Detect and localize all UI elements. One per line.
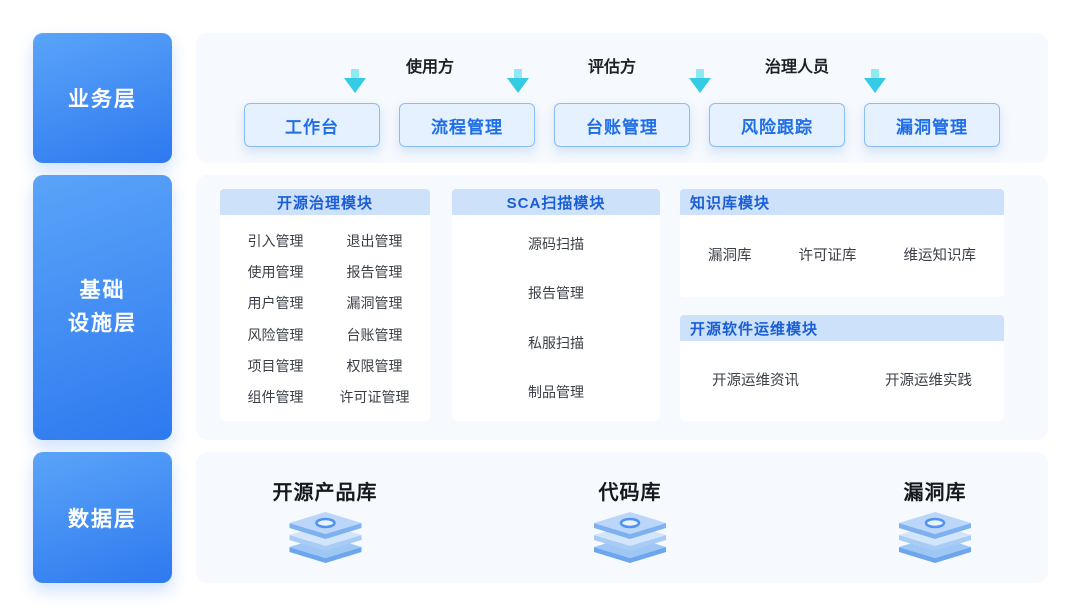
module-title: 开源治理模块 xyxy=(220,189,430,215)
data-layer-panel: 开源产品库 代码库 xyxy=(196,452,1048,583)
module-item: 私服扫描 xyxy=(528,334,584,351)
code-db: 代码库 xyxy=(588,476,672,570)
down-arrow-icon xyxy=(687,69,713,95)
sca-items-column: 源码扫描 报告管理 私服扫描 制品管理 xyxy=(452,215,660,421)
module-item: 引入管理 xyxy=(247,232,304,249)
vulnerability-management-button[interactable]: 漏洞管理 xyxy=(864,103,1000,147)
module-item: 权限管理 xyxy=(346,357,403,374)
module-item: 风险管理 xyxy=(247,326,304,343)
role-label-governance-staff: 治理人员 xyxy=(764,59,830,76)
workbench-button[interactable]: 工作台 xyxy=(244,103,380,147)
module-item: 维运知识库 xyxy=(903,247,977,264)
open-source-governance-module: 开源治理模块 引入管理 使用管理 用户管理 风险管理 项目管理 组件管理 退出管… xyxy=(220,189,430,421)
knowledge-items-row: 漏洞库 许可证库 维运知识库 xyxy=(680,215,1004,293)
module-item: 台账管理 xyxy=(346,326,403,343)
layer-label-data-text: 数据层 xyxy=(68,507,137,531)
database-icon xyxy=(283,507,367,570)
ops-items-row: 开源运维资讯 开源运维实践 xyxy=(680,341,1004,417)
module-item: 开源运维实践 xyxy=(885,372,972,389)
module-item: 报告管理 xyxy=(528,285,584,302)
governance-items-grid: 引入管理 使用管理 用户管理 风险管理 项目管理 组件管理 退出管理 报告管理 … xyxy=(220,215,430,421)
open-source-product-db: 开源产品库 xyxy=(273,476,378,570)
layer-label-data: 数据层 xyxy=(33,452,172,583)
module-item: 漏洞管理 xyxy=(346,295,403,312)
module-item: 使用管理 xyxy=(247,263,304,280)
database-icon xyxy=(588,507,672,570)
module-item: 源码扫描 xyxy=(528,235,584,252)
risk-tracking-button[interactable]: 风险跟踪 xyxy=(709,103,845,147)
down-arrow-icon xyxy=(862,69,888,95)
process-management-button[interactable]: 流程管理 xyxy=(399,103,535,147)
module-item: 漏洞库 xyxy=(708,247,752,264)
module-item: 组件管理 xyxy=(247,389,304,406)
database-label: 开源产品库 xyxy=(272,482,378,504)
down-arrow-icon xyxy=(505,69,531,95)
module-item: 退出管理 xyxy=(346,232,403,249)
database-icon xyxy=(893,507,977,570)
layer-label-business: 业务层 xyxy=(33,33,172,163)
module-item: 报告管理 xyxy=(346,263,403,280)
vulnerability-db: 漏洞库 xyxy=(893,476,977,570)
ledger-management-button[interactable]: 台账管理 xyxy=(554,103,690,147)
module-title: 知识库模块 xyxy=(680,189,1004,215)
module-item: 项目管理 xyxy=(247,357,304,374)
module-item: 制品管理 xyxy=(528,384,584,401)
layer-label-infra-line1: 基础 xyxy=(79,278,126,302)
knowledge-base-module: 知识库模块 漏洞库 许可证库 维运知识库 xyxy=(680,189,1004,297)
down-arrow-icon xyxy=(342,69,368,95)
module-item: 开源运维资讯 xyxy=(712,372,799,389)
business-button-row: 工作台 流程管理 台账管理 风险跟踪 漏洞管理 xyxy=(196,103,1048,147)
database-label: 漏洞库 xyxy=(903,482,967,504)
layer-label-infrastructure: 基础 设施层 xyxy=(33,175,172,440)
layer-label-infra-line2: 设施层 xyxy=(68,311,137,335)
layer-label-business-text: 业务层 xyxy=(68,88,137,111)
role-label-evaluator: 评估方 xyxy=(587,59,637,76)
sca-scan-module: SCA扫描模块 源码扫描 报告管理 私服扫描 制品管理 xyxy=(452,189,660,421)
module-title: 开源软件运维模块 xyxy=(680,315,1004,341)
business-layer-panel: 使用方 评估方 治理人员 工作台 流程管理 台账管理 风险跟踪 漏洞管理 xyxy=(196,33,1048,163)
module-item: 许可证管理 xyxy=(339,389,410,406)
module-item: 许可证库 xyxy=(798,247,857,264)
module-title: SCA扫描模块 xyxy=(452,189,660,215)
infrastructure-layer-panel: 开源治理模块 引入管理 使用管理 用户管理 风险管理 项目管理 组件管理 退出管… xyxy=(196,175,1048,440)
role-label-user: 使用方 xyxy=(405,59,455,76)
module-item: 用户管理 xyxy=(247,295,304,312)
database-label: 代码库 xyxy=(598,482,662,504)
open-source-ops-module: 开源软件运维模块 开源运维资讯 开源运维实践 xyxy=(680,315,1004,421)
